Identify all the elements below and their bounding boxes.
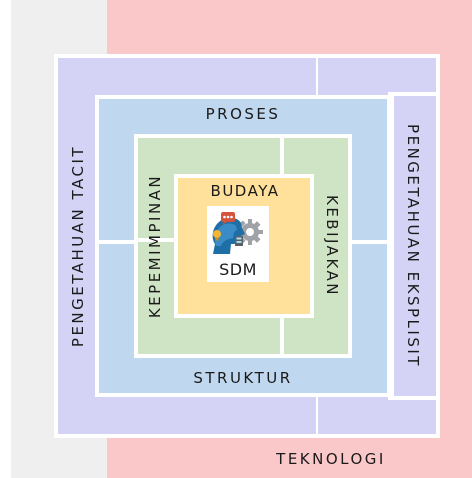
policy-frame-divider-top: [280, 134, 284, 178]
explicit-knowledge-label: PENGETAHUAN EKSPLISIT: [404, 124, 422, 368]
leadership-label: KEPEMIMPINAN: [146, 173, 164, 319]
explicit-knowledge-frame: [390, 92, 440, 400]
leadership-frame-divider: [134, 238, 178, 242]
process-label: PROSES: [205, 105, 281, 123]
process-frame-divider-left: [95, 240, 138, 244]
sdm-label: SDM: [207, 258, 269, 282]
policy-label: KEBIJAKAN: [323, 194, 341, 298]
tacit-knowledge-label: PENGETAHUAN TACIT: [69, 144, 87, 348]
process-frame-divider-right: [350, 240, 391, 244]
leadership-policy-frame: [134, 134, 352, 358]
structure-label: STRUKTUR: [193, 369, 293, 387]
policy-frame-divider-bottom: [280, 314, 284, 358]
culture-label: BUDAYA: [210, 182, 280, 200]
technology-label: TEKNOLOGI: [276, 450, 386, 468]
human-head-gears-icon: [207, 206, 269, 258]
sdm-card: SDM: [207, 206, 269, 282]
